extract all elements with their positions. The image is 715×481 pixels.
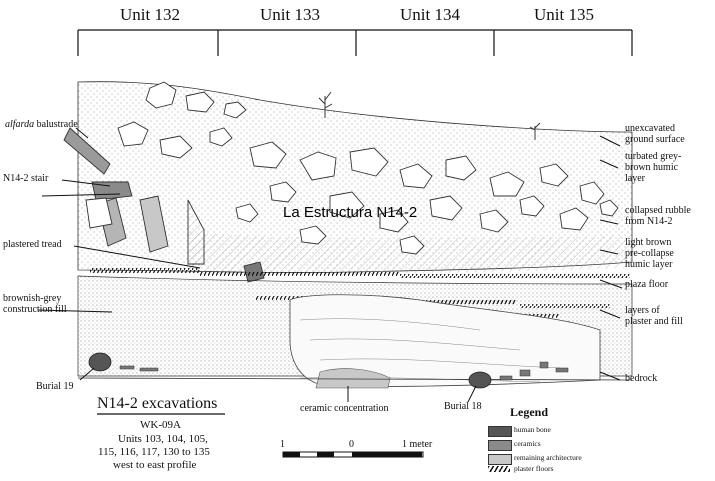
- precollapse-label-1: light brown: [625, 237, 672, 248]
- ground-label-1: unexcavated: [625, 123, 675, 134]
- legend-swatch-ceramics: [488, 440, 512, 451]
- unit-bracket: [77, 29, 633, 56]
- precollapse-label-3: humic layer: [625, 259, 673, 270]
- legend-swatch-human-bone: [488, 426, 512, 437]
- alfarda-label: alfarda balustrade: [5, 119, 78, 130]
- caption-line-1: WK-09A: [140, 419, 181, 431]
- scale-label-left: 1: [280, 439, 285, 450]
- collapsed-rubble: [117, 81, 619, 255]
- plant-glyphs: [318, 91, 541, 140]
- bone-fragments: [119, 361, 569, 381]
- unit-132-label: Unit 132: [120, 5, 180, 24]
- scale-label-mid: 0: [349, 439, 354, 450]
- ceramic-concentration-label: ceramic concentration: [300, 403, 389, 414]
- unit-133-label: Unit 133: [260, 5, 320, 24]
- ceramic-concentration-area: [315, 368, 391, 389]
- caption-line-2: Units 103, 104, 105,: [118, 433, 208, 445]
- burial-18-label: Burial 18: [444, 401, 482, 412]
- humic-label-1: turbated grey-: [625, 151, 682, 162]
- burial-19-label: Burial 19: [36, 381, 74, 392]
- caption-line-3: 115, 116, 117, 130 to 135: [98, 446, 210, 458]
- construction-fill-label-2: construction fill: [3, 304, 67, 315]
- stair-architecture: [63, 127, 265, 283]
- legend-swatch-plaster-floors: [488, 466, 510, 472]
- legend-label-ceramics: ceramics: [514, 439, 541, 448]
- rubble-label-1: collapsed rubble: [625, 205, 691, 216]
- bedrock-label: bedrock: [625, 373, 658, 384]
- plastered-tread-label: plastered tread: [3, 239, 62, 250]
- burial-18: [468, 371, 492, 389]
- humic-label-3: layer: [625, 173, 645, 184]
- layers-label-1: layers of: [625, 305, 660, 316]
- unit-135-label: Unit 135: [534, 5, 594, 24]
- layers-label-2: plaster and fill: [625, 316, 683, 327]
- legend-label-plaster-floors: plaster floors: [514, 464, 554, 473]
- caption-heading: N14-2 excavations: [97, 395, 218, 412]
- legend-swatch-architecture: [488, 454, 512, 465]
- construction-fill-label-1: brownish-grey: [3, 293, 62, 304]
- legend-label-architecture: remaining architecture: [514, 453, 582, 462]
- structure-title: La Estructura N14-2: [283, 204, 418, 221]
- precollapse-label-2: pre-collapse: [625, 248, 674, 259]
- ground-label-2: ground surface: [625, 134, 685, 145]
- legend-title: Legend: [510, 405, 549, 419]
- scale-label-right: 1 meter: [402, 439, 433, 450]
- profile-base: [77, 377, 633, 381]
- plaza-floor-label: plaza floor: [625, 279, 669, 290]
- stair-label: N14-2 stair: [3, 173, 49, 184]
- scale-bar: [282, 451, 424, 458]
- burial-19: [88, 352, 112, 372]
- humic-label-2: brown humic: [625, 162, 679, 173]
- legend-label-human-bone: human bone: [514, 425, 551, 434]
- rubble-label-2: from N14-2: [625, 216, 673, 227]
- unit-134-label: Unit 134: [400, 5, 460, 24]
- leader-lines: [37, 127, 623, 403]
- caption-line-4: west to east profile: [113, 459, 197, 471]
